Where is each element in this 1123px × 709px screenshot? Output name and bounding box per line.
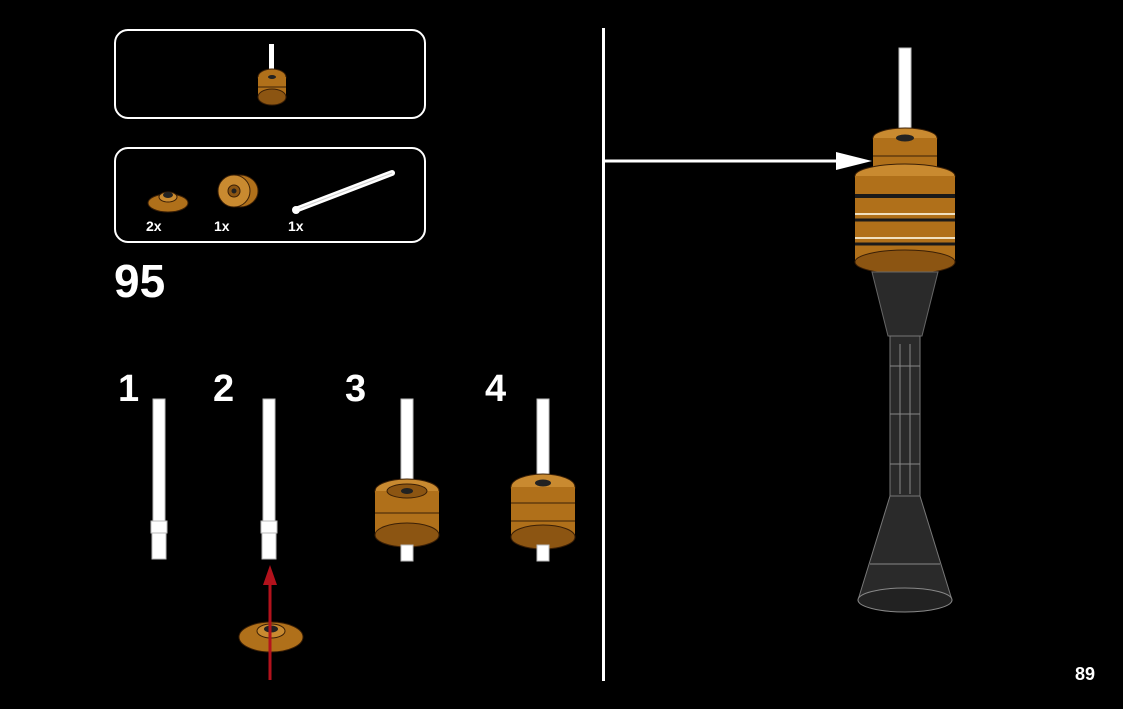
- white-bar-part-icon: [292, 170, 395, 214]
- tower-model-illustration: [854, 47, 956, 613]
- sub-step-number-2: 2: [213, 368, 235, 410]
- parts-list-box: 2x 1x 1x: [114, 147, 426, 243]
- round-plate-part-icon: [147, 191, 189, 213]
- part-quantity: 2x: [146, 218, 162, 234]
- subassembly-preview-illustration: [257, 44, 287, 106]
- page-number: 89: [1074, 664, 1095, 684]
- sub-step-4-illustration: [510, 398, 576, 562]
- sub-step-number-1: 1: [118, 368, 140, 410]
- step-number: 95: [114, 255, 166, 307]
- part-quantity: 1x: [288, 218, 304, 234]
- sub-step-number-4: 4: [485, 368, 507, 410]
- placement-arrow: [604, 152, 872, 170]
- sub-step-3-illustration: [374, 398, 440, 562]
- sub-step-1-illustration: [150, 398, 168, 560]
- subassembly-result-box: [114, 29, 426, 119]
- technic-wheel-part-icon: [217, 174, 259, 208]
- sub-step-2-illustration: [238, 398, 304, 680]
- sub-step-number-3: 3: [345, 368, 367, 410]
- page-divider: [602, 28, 605, 681]
- part-quantity: 1x: [214, 218, 230, 234]
